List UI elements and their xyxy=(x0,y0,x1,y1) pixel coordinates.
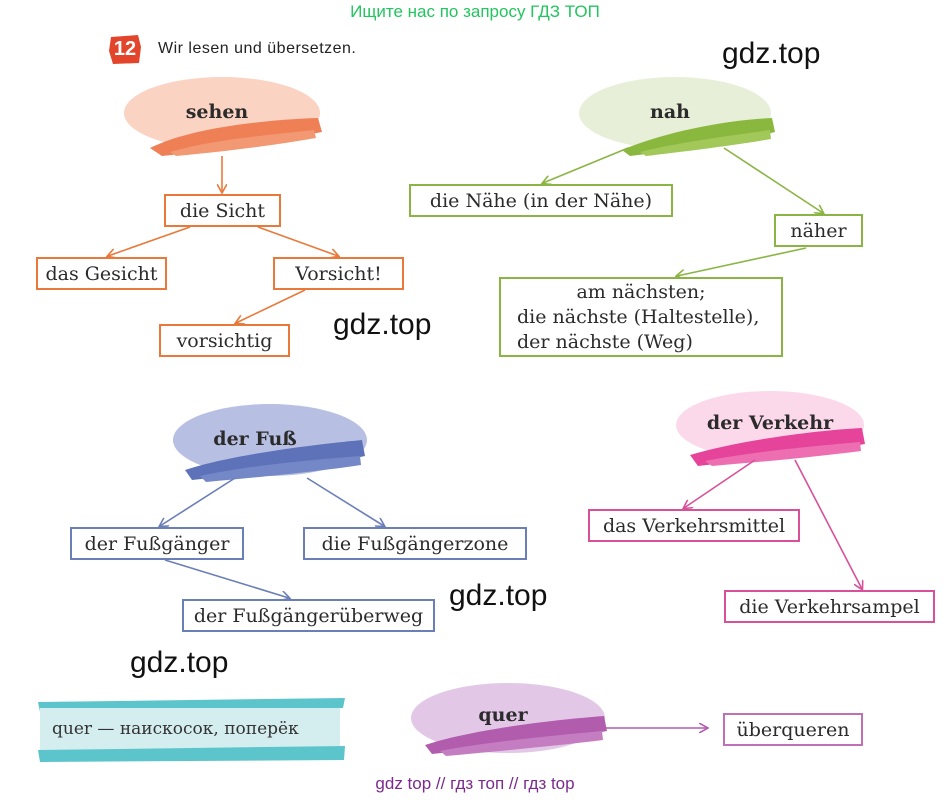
naechsten-line-2: die nächste (Haltestelle), xyxy=(517,305,760,328)
arrow-sicht-vorsicht xyxy=(257,226,338,256)
arrow-verkehr-ampel xyxy=(794,459,862,589)
quer-cloud xyxy=(411,683,607,756)
arrow-verkehr-mittel xyxy=(684,459,756,508)
box-verkehrsmittel: das Verkehrsmittel xyxy=(588,509,800,542)
nah-cloud xyxy=(579,77,775,156)
box-vorsichtig: vorsichtig xyxy=(159,324,290,357)
arrow-nah-naehe xyxy=(543,147,629,183)
arrow-fuss-gaenger xyxy=(160,477,236,526)
arrow-nah-naeher xyxy=(723,147,823,213)
watermark-middle: gdz.top xyxy=(449,579,548,612)
box-die-sicht: die Sicht xyxy=(164,194,281,227)
box-am-naechsten: am nächsten; die nächste (Haltestelle), … xyxy=(499,277,783,357)
arrow-sicht-gesicht xyxy=(108,226,191,256)
fuss-cloud xyxy=(173,404,367,482)
nah-root-word: nah xyxy=(650,101,690,123)
naechsten-line-1: am nächsten; xyxy=(576,280,706,303)
box-das-gesicht: das Gesicht xyxy=(36,257,167,290)
task-title: Wir lesen und übersetzen. xyxy=(158,40,357,57)
verkehr-root-word: der Verkehr xyxy=(706,412,834,434)
watermark-middle-left: gdz.top xyxy=(333,308,432,341)
top-banner: Ищите нас по запросу ГДЗ ТОП xyxy=(350,2,600,21)
task-number: 12 xyxy=(113,38,137,60)
box-naeher: näher xyxy=(774,214,863,247)
arrow-vorsicht-vorsichtig xyxy=(236,289,306,323)
badge-shape xyxy=(109,35,141,64)
footer-watermark: gdz top // гдз топ // гдз top xyxy=(375,774,575,793)
naechsten-line-3: der nächste (Weg) xyxy=(517,330,693,353)
sehen-cloud xyxy=(124,77,322,156)
sehen-root-word: sehen xyxy=(185,101,249,123)
box-fussgaengerueberweg: der Fußgängerüberweg xyxy=(182,599,435,632)
quer-definition-band xyxy=(38,698,345,762)
quer-root-word: quer xyxy=(478,704,528,726)
verkehr-cloud xyxy=(676,391,865,466)
arrow-fuss-zone xyxy=(306,477,384,526)
box-fussgaenger: der Fußgänger xyxy=(70,527,244,560)
fuss-root-word: der Fuß xyxy=(213,428,297,450)
box-vorsicht: Vorsicht! xyxy=(273,257,404,290)
box-die-naehe: die Nähe (in der Nähe) xyxy=(409,184,673,217)
task-number-badge: 12 xyxy=(108,33,142,65)
arrow-gaenger-ueberweg xyxy=(164,559,289,598)
quer-definition: quer — наискосок, поперёк xyxy=(52,719,299,739)
arrow-naeher-naechsten xyxy=(677,247,807,276)
box-fussgaengerzone: die Fußgängerzone xyxy=(303,527,527,560)
box-ueberqueren: überqueren xyxy=(723,713,863,746)
watermark-top-right: gdz.top xyxy=(722,37,821,70)
box-verkehrsampel: die Verkehrsampel xyxy=(724,590,935,623)
watermark-bottom-left: gdz.top xyxy=(130,646,229,679)
